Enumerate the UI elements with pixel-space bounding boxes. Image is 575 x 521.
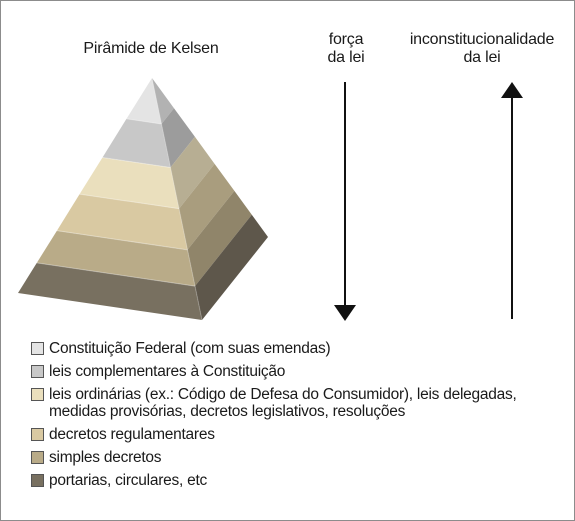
pyramid-front-edge [151, 77, 203, 321]
pyramid-layer-edge [102, 157, 171, 169]
legend-label: simples decretos [49, 449, 162, 466]
legend-swatch [31, 474, 44, 487]
force-label-line-2: da lei [327, 49, 365, 66]
legend-swatch [31, 451, 44, 464]
unconstitutionality-up-arrow [501, 82, 523, 319]
force-down-arrow [334, 82, 356, 321]
pyramid-layer-edge [56, 230, 188, 251]
pyramid-layer-front [102, 118, 171, 168]
pyramid-layer-edge [126, 118, 162, 125]
pyramid [18, 77, 268, 321]
legend-item: simples decretos [31, 449, 566, 466]
legend: Constituição Federal (com suas emendas) l… [31, 340, 566, 495]
pyramid-layer-front [79, 157, 179, 209]
pyramid-layer-side [152, 78, 174, 124]
legend-item: Constituição Federal (com suas emendas) [31, 340, 566, 357]
force-label-line-1: força [328, 31, 364, 48]
pyramid-layer-side [187, 190, 252, 287]
legend-label: leis ordinárias (ex.: Código de Defesa d… [49, 386, 517, 420]
legend-swatch [31, 342, 44, 355]
pyramid-layer-front [56, 194, 188, 250]
unconstitutionality-label-line-1: inconstitucionalidade [409, 31, 555, 48]
pyramid-title: Pirâmide de Kelsen [83, 40, 219, 57]
unconstitutionality-arrow-label: inconstitucionalidade da lei [402, 31, 562, 67]
legend-item: leis ordinárias (ex.: Código de Defesa d… [31, 386, 566, 420]
legend-swatch [31, 428, 44, 441]
pyramid-layer-side [161, 108, 195, 168]
legend-swatch [31, 365, 44, 378]
legend-label: decretos regulamentares [49, 426, 215, 443]
pyramid-layer-edge [36, 262, 196, 287]
pyramid-layer-edge [79, 193, 180, 210]
legend-item: portarias, circulares, etc [31, 472, 566, 489]
pyramid-layer-side [170, 136, 215, 209]
legend-label: portarias, circulares, etc [49, 472, 208, 489]
legend-item: decretos regulamentares [31, 426, 566, 443]
unconstitutionality-label-line-2: da lei [463, 49, 501, 66]
legend-swatch [31, 388, 44, 401]
legend-label: Constituição Federal (com suas emendas) [49, 340, 331, 357]
legend-label: leis complementares à Constituição [49, 363, 286, 380]
pyramid-layer-front [18, 262, 202, 320]
force-arrow-label: força da lei [296, 31, 396, 67]
pyramid-layer-side [179, 163, 235, 250]
legend-item: leis complementares à Constituição [31, 363, 566, 380]
pyramid-layer-front [126, 78, 162, 124]
pyramid-layer-front [36, 230, 195, 287]
pyramid-layer-side [195, 214, 268, 320]
